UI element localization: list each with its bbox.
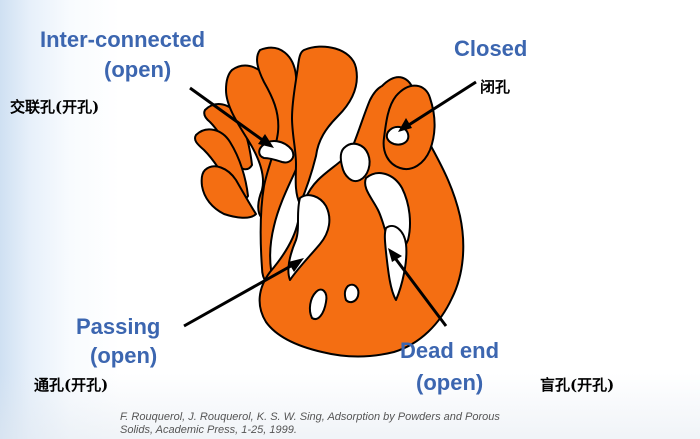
label-passing: Passing bbox=[76, 314, 160, 340]
label-interconnected-open: (open) bbox=[104, 57, 171, 83]
label-dead-end: Dead end bbox=[400, 338, 499, 364]
label-closed: Closed bbox=[454, 36, 527, 62]
label-dead-end-open: (open) bbox=[416, 370, 483, 396]
upper-gap bbox=[341, 144, 370, 181]
label-passing-cn: 通孔(开孔) bbox=[34, 374, 108, 395]
label-interconnected: Inter-connected bbox=[40, 27, 205, 53]
citation-line-1: F. Rouquerol, J. Rouquerol, K. S. W. Sin… bbox=[120, 411, 700, 424]
label-closed-cn: 闭孔 bbox=[480, 76, 510, 97]
label-interconnected-cn: 交联孔(开孔) bbox=[10, 96, 99, 117]
closed-pore-small bbox=[345, 285, 358, 302]
citation: F. Rouquerol, J. Rouquerol, K. S. W. Sin… bbox=[120, 411, 700, 437]
porous-solid-body bbox=[195, 47, 463, 357]
label-passing-open: (open) bbox=[90, 343, 157, 369]
citation-line-2: Solids, Academic Press, 1-25, 1999. bbox=[120, 424, 700, 437]
label-dead-end-cn: 盲孔(开孔) bbox=[540, 374, 614, 395]
